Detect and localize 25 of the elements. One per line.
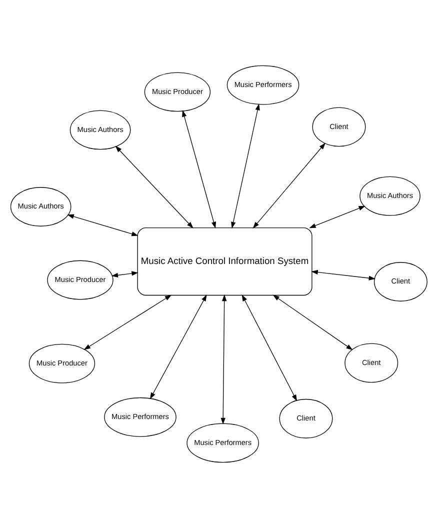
arrow [150, 294, 207, 399]
arrow [220, 294, 227, 424]
node-ellipse: Music Authors [360, 176, 420, 216]
arrow [67, 214, 138, 236]
node-ellipse: Music Producer [144, 72, 211, 112]
arrow [115, 145, 194, 228]
arrow [84, 294, 172, 350]
node-ellipse: Music Performers [186, 422, 259, 462]
node-ellipse: Client [312, 106, 366, 146]
node-ellipse: Music Performers [226, 64, 300, 104]
node-ellipse: Client [374, 262, 428, 301]
node-ellipse: Music Performers [104, 396, 176, 436]
arrow [231, 102, 260, 228]
arrow [309, 205, 366, 228]
arrow [242, 294, 298, 401]
node-ellipse: Music Producer [47, 260, 114, 300]
arrow [311, 269, 376, 280]
arrow [111, 270, 138, 278]
node-box: Music Active Control Information System [137, 226, 312, 296]
node-ellipse: Music Authors [10, 186, 72, 226]
node-ellipse: Music Authors [70, 110, 131, 150]
node-ellipse: Client [279, 398, 333, 438]
arrow [182, 110, 216, 228]
arrow [272, 294, 353, 350]
arrow [252, 142, 326, 228]
